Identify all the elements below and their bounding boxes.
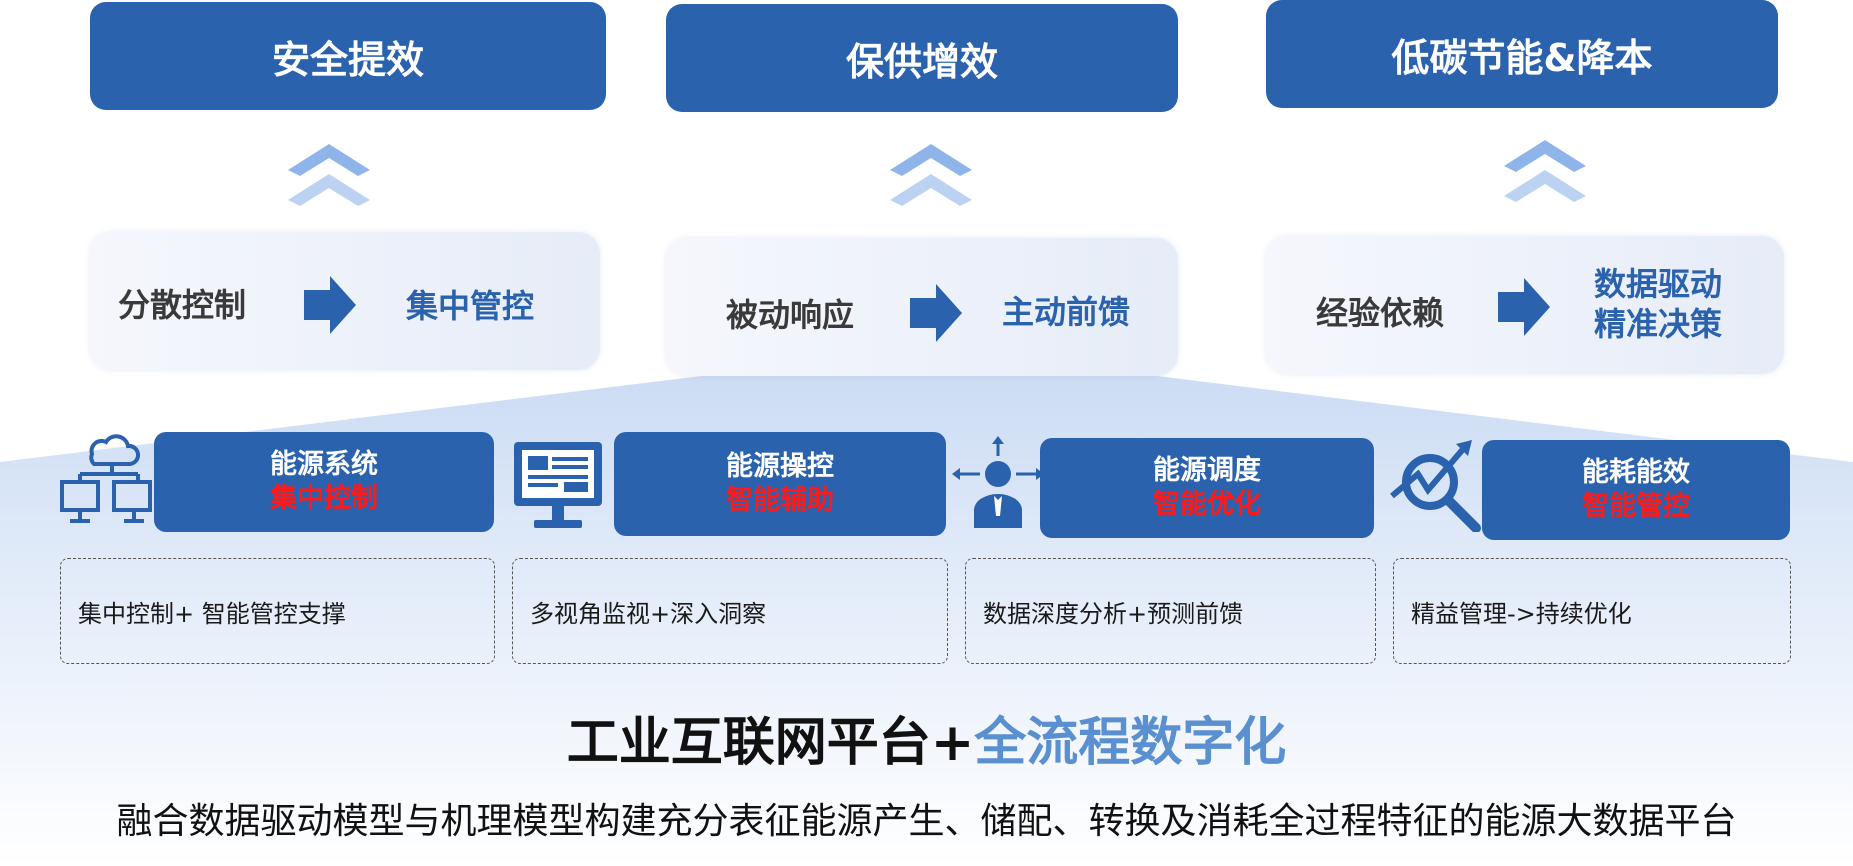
analytics-magnifier-icon (1390, 440, 1481, 532)
transition-card-2: 被动响应 主动前馈 (666, 238, 1178, 376)
capability-subtitle: 智能优化 (1153, 489, 1261, 520)
transition-card-1: 分散控制 集中管控 (90, 232, 600, 370)
capability-description: 数据深度分析+预测前馈 (965, 558, 1376, 664)
transition-to-line2: 精准决策 (1594, 305, 1723, 343)
chevron-up-icon (288, 144, 370, 206)
capability-subtitle: 集中控制 (270, 483, 378, 514)
network-cloud-icon (60, 434, 152, 523)
goal-low-carbon: 低碳节能&降本 (1266, 0, 1778, 108)
capability-description: 集中控制+ 智能管控支撑 (60, 558, 495, 664)
monitor-icon (514, 442, 602, 528)
arrow-right-icon (1498, 278, 1550, 336)
chevron-up-icon (1504, 140, 1586, 202)
goal-safety-efficiency: 安全提效 (90, 2, 606, 110)
capability-title: 能耗能效 (1582, 457, 1690, 488)
capability-title: 能源操控 (726, 451, 834, 482)
capability-subtitle: 智能辅助 (726, 485, 834, 516)
platform-part1: 工业互联网平台+ (566, 713, 975, 773)
capability-title: 能源调度 (1153, 455, 1261, 486)
capability-subtitle: 智能管控 (1582, 491, 1690, 522)
transition-card-3: 经验依赖 数据驱动 精准决策 (1266, 236, 1784, 374)
footer-description: 融合数据驱动模型与机理模型构建充分表征能源产生、储配、转换及消耗全过程特征的能源… (116, 801, 1737, 842)
transition-to: 数据驱动 精准决策 (1594, 264, 1722, 344)
platform-headline: 工业互联网平台+全流程数字化 (0, 700, 1853, 775)
capability-description: 精益管理->持续优化 (1393, 558, 1791, 664)
capability-energy-operation: 能源操控 智能辅助 (614, 432, 946, 536)
chevron-up-icon (890, 144, 972, 206)
goal-supply-efficiency: 保供增效 (666, 4, 1178, 112)
capability-energy-efficiency: 能耗能效 智能管控 (1482, 440, 1790, 540)
arrow-right-icon (910, 284, 962, 342)
transition-to: 集中管控 (406, 287, 535, 325)
transition-to-line1: 数据驱动 (1594, 265, 1723, 303)
transition-from: 经验依赖 (1316, 294, 1445, 332)
transition-from: 被动响应 (726, 296, 855, 334)
capability-energy-system: 能源系统 集中控制 (154, 432, 494, 532)
arrow-right-icon (304, 276, 356, 334)
capability-title: 能源系统 (270, 449, 378, 480)
platform-part2: 全流程数字化 (974, 713, 1287, 773)
dispatcher-icon (952, 436, 1044, 528)
transition-to: 主动前馈 (1002, 293, 1131, 331)
transition-from: 分散控制 (118, 286, 247, 324)
capability-description: 多视角监视+深入洞察 (512, 558, 948, 664)
capability-energy-dispatch: 能源调度 智能优化 (1040, 438, 1374, 538)
